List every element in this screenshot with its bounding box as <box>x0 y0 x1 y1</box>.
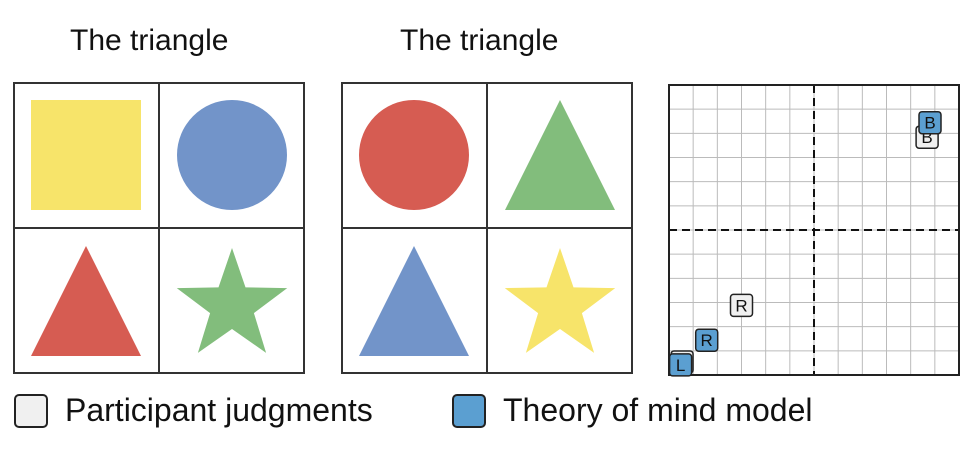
panel-2-circle-shape <box>359 100 469 210</box>
marker-label: R <box>735 296 747 315</box>
marker-participant-r: R <box>729 293 754 318</box>
legend-model: Theory of mind model <box>452 392 812 429</box>
marker-model-r: R <box>694 328 719 352</box>
shape-board-2 <box>341 82 633 374</box>
shape-board-1 <box>13 82 305 374</box>
panel-2-triangle-shape <box>359 246 469 356</box>
panel-2-title: The triangle <box>400 24 559 57</box>
plot-frame <box>668 84 960 376</box>
marker-model-l: L <box>668 353 693 377</box>
panel-1-circle-shape <box>177 100 287 210</box>
marker-label: L <box>676 356 685 375</box>
panel-1-title: The triangle <box>70 24 229 57</box>
marker-label: B <box>921 128 932 147</box>
marker-label: R <box>701 331 713 350</box>
panel-2-triangle-shape <box>505 100 615 210</box>
panel-2-star-shape <box>504 248 616 353</box>
panel-1-square-shape <box>31 100 141 210</box>
panel-1-star-shape <box>176 248 288 353</box>
marker-label: B <box>924 114 935 133</box>
marker-model-b: B <box>918 110 942 135</box>
legend-model-label: Theory of mind model <box>503 392 813 428</box>
judgment-plot: BRLBRL <box>668 84 960 377</box>
panel-1-triangle-shape <box>31 246 141 356</box>
legend-model-swatch <box>452 393 486 428</box>
legend-participant-label: Participant judgments <box>65 392 373 428</box>
legend-participant: Participant judgments <box>14 392 373 429</box>
legend-participant-swatch <box>14 393 48 428</box>
